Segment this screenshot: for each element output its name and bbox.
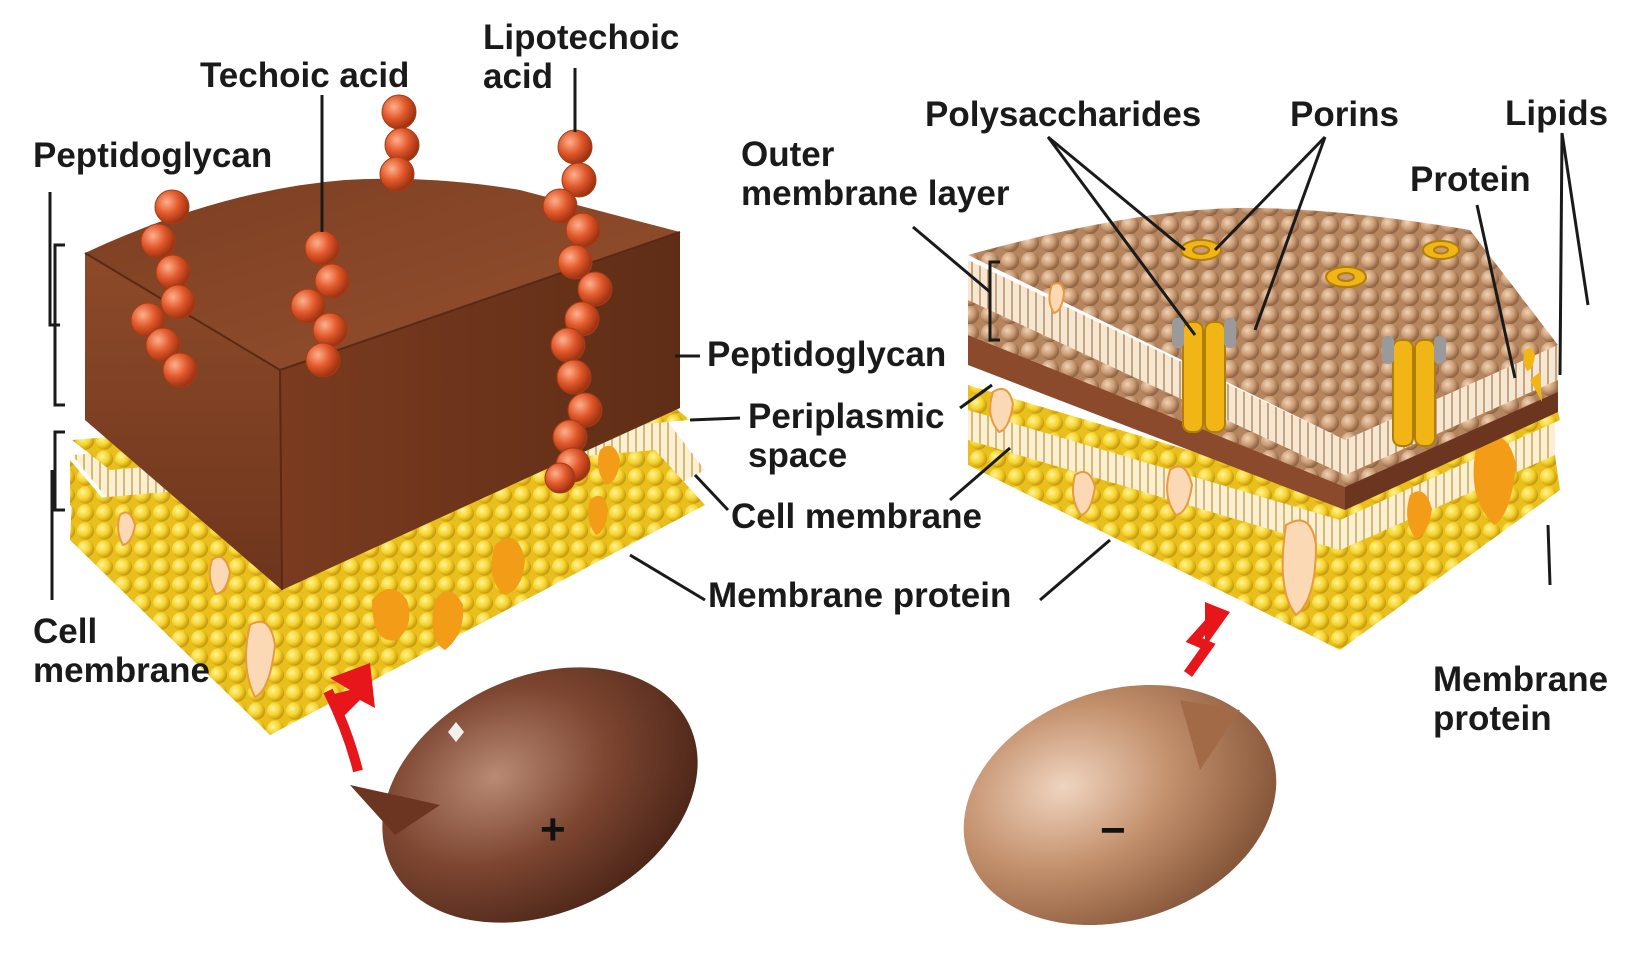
label-peptidoglycan-center: Peptidoglycan (707, 335, 946, 374)
label-membrane-protein-center: Membrane protein (708, 576, 1011, 615)
positive-charge-sign: + (540, 805, 566, 855)
label-membrane-protein-right: Membrane protein (1433, 660, 1608, 738)
gram-negative-cell (932, 602, 1307, 954)
gram-positive-brackets (50, 192, 65, 600)
label-periplasmic-space: Periplasmic space (748, 397, 945, 475)
negative-charge-sign: − (1100, 806, 1126, 856)
label-peptidoglycan-left: Peptidoglycan (33, 136, 272, 175)
label-cell-membrane-left: Cell membrane (33, 612, 210, 690)
label-protein: Protein (1410, 160, 1531, 199)
label-lipids: Lipids (1505, 94, 1608, 133)
label-cell-membrane-center: Cell membrane (731, 497, 982, 536)
label-lipoteichoic-acid: Lipotechoic acid (483, 18, 679, 96)
label-porins: Porins (1290, 95, 1399, 134)
label-polysaccharides: Polysaccharides (925, 95, 1201, 134)
label-outer-membrane-layer: Outer membrane layer (741, 135, 1009, 213)
label-teichoic-acid: Techoic acid (200, 56, 409, 95)
